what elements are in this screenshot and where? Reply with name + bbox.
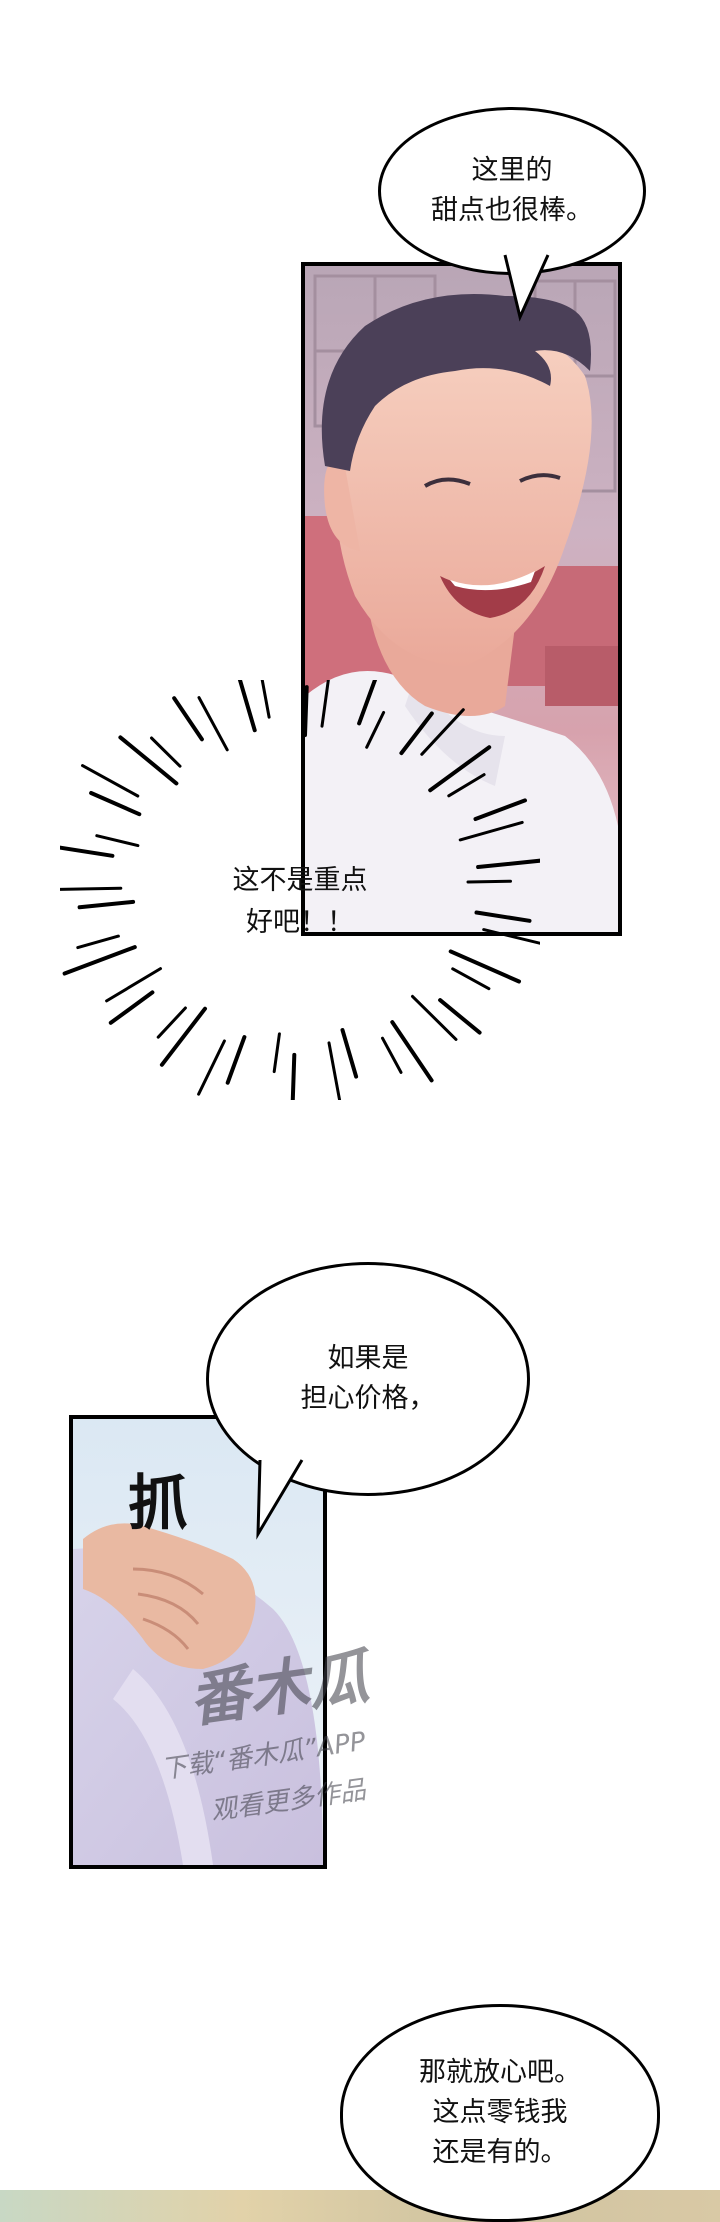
burst-line (225, 1035, 247, 1085)
burst-shout: 这不是重点 好吧！！ (200, 860, 400, 944)
burst-line (365, 711, 386, 749)
bubble-dessert-line-2: 甜点也很棒。 (431, 195, 593, 226)
burst-line (156, 1006, 187, 1039)
bubble-price-tail (256, 1459, 304, 1540)
burst-line (237, 680, 257, 733)
bubble-price: 如果是 担心价格， (206, 1262, 530, 1496)
bubble-dessert-tail (503, 254, 550, 322)
burst-line (89, 791, 142, 817)
burst-line (320, 680, 330, 728)
burst-line (105, 967, 162, 1003)
burst-line (159, 1006, 207, 1067)
burst-line (150, 736, 182, 768)
burst-line (473, 798, 527, 821)
burst-line (381, 1036, 403, 1074)
burst-line (340, 1028, 359, 1079)
burst-line (390, 1020, 434, 1083)
burst-line (482, 928, 540, 945)
bubble-dessert: 这里的 甜点也很棒。 (378, 107, 646, 275)
burst-line (303, 685, 309, 738)
burst-shout-line-2: 好吧！！ (246, 907, 354, 938)
burst-line (458, 820, 524, 842)
burst-line (357, 680, 378, 726)
burst-line (447, 773, 486, 798)
panel-man-smiling-art (305, 266, 618, 932)
burst-line (81, 764, 140, 798)
burst-line (118, 735, 179, 786)
panel-money-strip (0, 2190, 720, 2222)
burst-line (451, 967, 491, 991)
burst-line (476, 858, 540, 869)
sfx-grab: 抓 (128, 1469, 190, 1539)
burst-line (448, 949, 521, 984)
burst-line (62, 945, 137, 976)
bubble-relax-line-3: 还是有的。 (432, 2137, 568, 2168)
burst-line (76, 934, 120, 950)
burst-line (411, 994, 458, 1041)
burst-line (438, 998, 482, 1035)
panel-man-smiling (301, 262, 622, 936)
burst-line (197, 696, 229, 752)
burst-line (428, 745, 492, 793)
burst-line (77, 899, 136, 910)
burst-line (108, 990, 155, 1025)
burst-line (60, 886, 123, 891)
burst-line (172, 696, 204, 742)
bubble-relax-line-2: 这点零钱我 (432, 2097, 568, 2128)
burst-line (474, 910, 532, 923)
burst-line (272, 1032, 281, 1074)
burst-line (327, 1041, 342, 1100)
bubble-dessert-line-1: 这里的 (471, 155, 553, 186)
burst-shout-line-1: 这不是重点 (232, 865, 368, 896)
burst-line (420, 708, 465, 756)
bubble-price-line-2: 担心价格， (300, 1383, 436, 1414)
burst-line (399, 711, 434, 756)
bubble-relax-line-1: 那就放心吧。 (419, 2057, 581, 2088)
burst-line (95, 834, 140, 848)
bubble-relax: 那就放心吧。 这点零钱我 还是有的。 (340, 2004, 660, 2222)
burst-lines (60, 680, 540, 1100)
burst-line (466, 879, 512, 884)
burst-line (290, 1052, 297, 1100)
burst-line (197, 1039, 226, 1096)
burst-line (260, 680, 271, 719)
burst-line (60, 845, 115, 858)
bubble-price-line-1: 如果是 (327, 1343, 409, 1374)
